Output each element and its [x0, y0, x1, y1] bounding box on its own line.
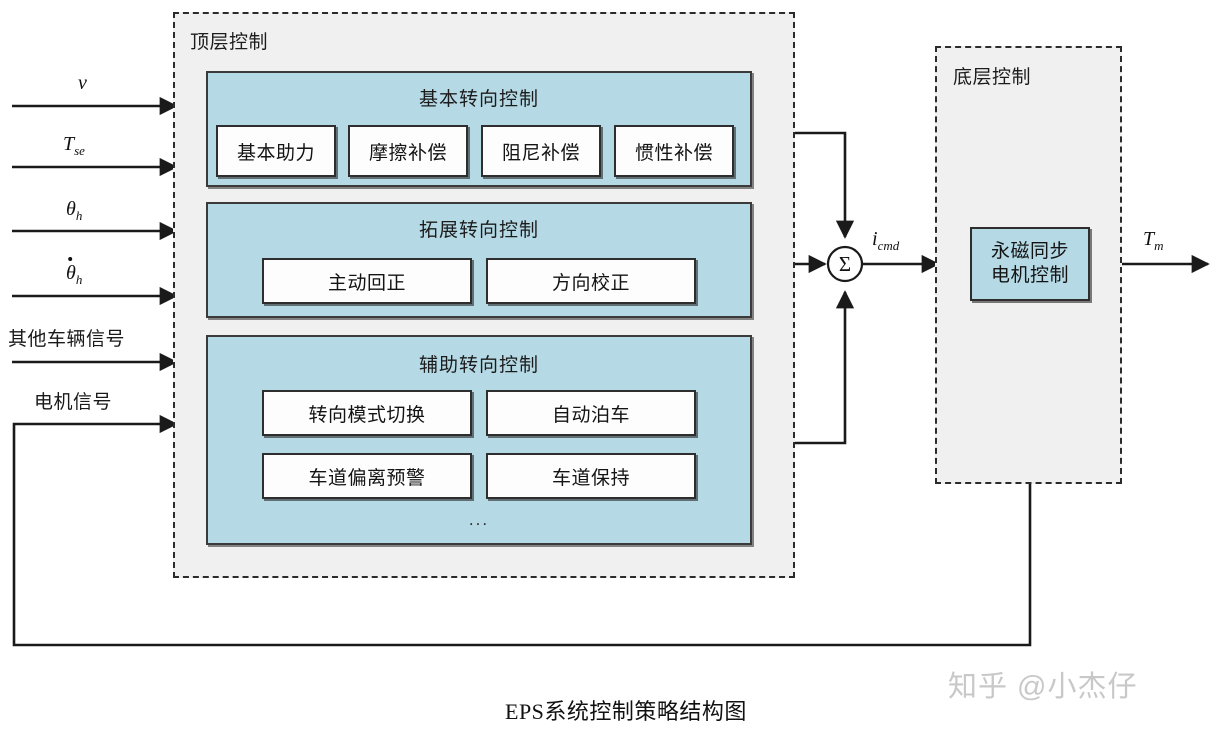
signal-label-motor-signal: 电机信号 — [34, 392, 113, 413]
pmsm-control-line-1: 永磁同步 — [990, 241, 1069, 263]
signal-label-theta-h-dot: θh — [66, 262, 83, 287]
watermark: 知乎 @小杰仔 — [948, 671, 1138, 703]
block-lane-departure-warning[interactable]: 车道偏离预警 — [262, 453, 472, 499]
signal-label-icmd: icmd — [872, 228, 900, 253]
group-title-auxiliary-steering: 辅助转向控制 — [418, 355, 539, 376]
block-automatic-parking[interactable]: 自动泊车 — [486, 390, 696, 436]
signal-label-tm: Tm — [1143, 228, 1164, 253]
top-level-control-title: 顶层控制 — [190, 32, 269, 53]
block-inertia-compensation[interactable]: 惯性补偿 — [614, 125, 734, 177]
block-lane-keeping[interactable]: 车道保持 — [486, 453, 696, 499]
group-title-extended-steering: 拓展转向控制 — [418, 220, 539, 241]
group-title-basic-steering: 基本转向控制 — [418, 89, 539, 110]
block-active-return[interactable]: 主动回正 — [262, 258, 472, 304]
group-panel-auxiliary-steering — [206, 335, 752, 545]
block-pmsm-motor-control[interactable]: 永磁同步 电机控制 — [970, 227, 1090, 301]
feedback-path-motor-signal — [12, 414, 1032, 647]
sum-junction-symbol: Σ — [838, 252, 852, 276]
signal-label-tse: Tse — [63, 133, 85, 158]
bottom-level-control-title: 底层控制 — [953, 67, 1032, 88]
figure-caption: EPS系统控制策略结构图 — [505, 699, 747, 724]
block-friction-compensation[interactable]: 摩擦补偿 — [348, 125, 468, 177]
signal-label-other-vehicle-signals: 其他车辆信号 — [8, 329, 126, 350]
pmsm-control-line-2: 电机控制 — [990, 265, 1069, 286]
auxiliary-more-ellipsis: ... — [468, 510, 490, 529]
block-direction-correction[interactable]: 方向校正 — [486, 258, 696, 304]
signal-label-theta-h: θh — [66, 198, 83, 223]
signal-label-v: v — [78, 72, 87, 94]
block-basic-assist[interactable]: 基本助力 — [216, 125, 336, 177]
block-damping-compensation[interactable]: 阻尼补偿 — [481, 125, 601, 177]
block-steering-mode-switch[interactable]: 转向模式切换 — [262, 390, 472, 436]
